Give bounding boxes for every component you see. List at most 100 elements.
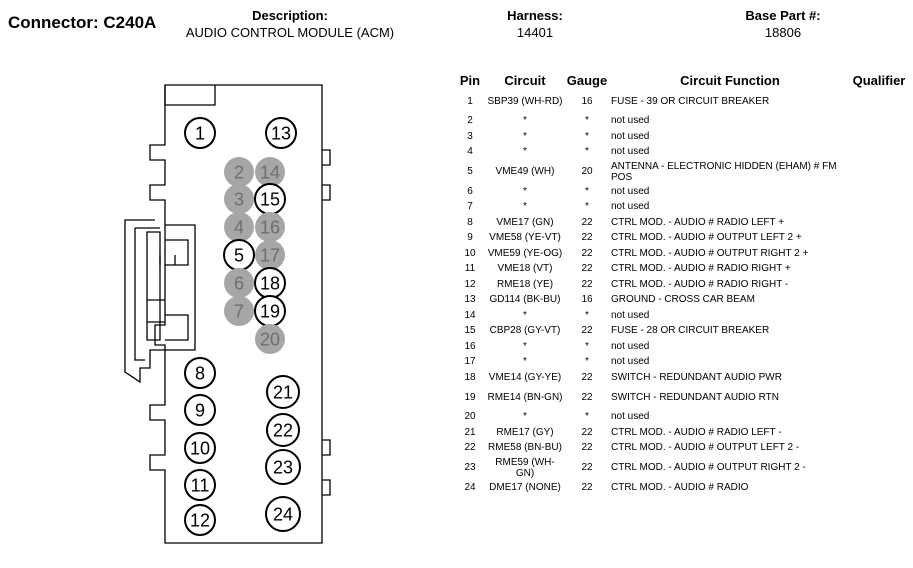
pin-cell: 3 — [467, 130, 473, 142]
pin-cell: 1 — [467, 95, 473, 107]
pin-label: 19 — [260, 302, 280, 322]
circuit-cell: GD114 (BK-BU) — [489, 294, 561, 306]
pin-cell: 20 — [464, 411, 476, 423]
table-row: 14**not used — [453, 308, 909, 324]
pin-cavity: 5 — [223, 239, 255, 271]
pin-cavity: 1 — [184, 117, 216, 149]
gauge-cell: * — [585, 340, 589, 352]
circuit-cell: SBP39 (WH-RD) — [487, 95, 563, 107]
circuit-cell: * — [523, 115, 527, 127]
pin-cavity: 20 — [255, 324, 285, 354]
pin-label: 3 — [234, 190, 244, 210]
gauge-cell: 22 — [581, 462, 593, 473]
pin-circle — [224, 184, 254, 214]
qualifier-cell — [849, 129, 909, 145]
circuit-cell: RME17 (GY) — [496, 426, 554, 438]
pin-cavity: 23 — [265, 449, 301, 485]
pin-cell: 9 — [467, 232, 473, 244]
circuit-cell: VME59 (YE-OG) — [487, 247, 563, 259]
pin-label: 1 — [195, 124, 205, 144]
circuit-cell: * — [523, 411, 527, 423]
pin-label: 17 — [260, 246, 280, 266]
function-cell: not used — [611, 146, 650, 158]
table-row: 17**not used — [453, 354, 909, 370]
table-row: 4**not used — [453, 144, 909, 160]
pin-circle — [255, 157, 285, 187]
col-header-pin: Pin — [459, 73, 481, 88]
table-header-row: Pin Circuit Gauge Circuit Function Quali… — [453, 72, 909, 89]
pin-cavity: 15 — [254, 183, 286, 215]
pin-circle — [266, 375, 300, 409]
pin-label: 2 — [234, 163, 244, 183]
circuit-cell: * — [523, 340, 527, 352]
description-value: AUDIO CONTROL MODULE (ACM) — [185, 25, 395, 40]
qualifier-cell — [849, 308, 909, 324]
qualifier-cell — [849, 370, 909, 386]
qualifier-cell — [849, 425, 909, 441]
gauge-cell: * — [585, 185, 589, 197]
qualifier-cell — [849, 456, 909, 480]
gauge-cell: 22 — [581, 216, 593, 228]
circuit-cell: RME14 (BN-GN) — [487, 391, 563, 403]
pin-cavity: 11 — [184, 469, 216, 501]
table-row: 20 * * not used — [453, 409, 909, 425]
circuit-cell: * — [523, 185, 527, 197]
function-cell: FUSE - 28 OR CIRCUIT BREAKER — [611, 325, 770, 337]
circuit-cell: VME49 (WH) — [495, 166, 555, 177]
circuit-cell: VME14 (GY-YE) — [488, 371, 562, 383]
qualifier-cell — [849, 215, 909, 231]
pin-circle — [184, 117, 216, 149]
function-cell: SWITCH - REDUNDANT AUDIO PWR — [611, 371, 782, 383]
pin-cavity: 22 — [266, 413, 300, 447]
qualifier-cell — [849, 246, 909, 262]
function-cell: not used — [611, 309, 650, 321]
pin-cell: 6 — [467, 185, 473, 197]
gauge-cell: * — [585, 115, 589, 127]
pin-label: 23 — [273, 458, 293, 478]
qualifier-cell — [849, 160, 909, 184]
pin-circle — [184, 394, 216, 426]
gauge-cell: * — [585, 146, 589, 158]
pin-circle — [266, 413, 300, 447]
pin-circle — [224, 268, 254, 298]
pin-label: 7 — [234, 302, 244, 322]
pin-label: 8 — [195, 364, 205, 384]
pin-label: 22 — [273, 421, 293, 441]
pin-label: 12 — [190, 511, 210, 531]
col-header-gauge: Gauge — [566, 73, 608, 88]
qualifier-cell — [849, 89, 909, 113]
pin-circle — [265, 449, 301, 485]
connector-title: Connector: C240A — [8, 13, 157, 32]
pin-cell: 10 — [464, 247, 476, 259]
function-cell: not used — [611, 411, 650, 423]
table-row: 6**not used — [453, 184, 909, 200]
base-part-value: 18806 — [764, 25, 802, 40]
col-header-qualifier: Qualifier — [852, 73, 906, 88]
function-cell: CTRL MOD. - AUDIO # RADIO RIGHT + — [611, 263, 791, 275]
pin-cell: 12 — [464, 278, 476, 290]
pin-cell: 5 — [467, 166, 473, 177]
pin-cell: 15 — [464, 325, 476, 337]
gauge-cell: * — [585, 411, 589, 423]
base-part-label: Base Part #: — [745, 8, 821, 23]
pin-circle — [255, 324, 285, 354]
qualifier-cell — [849, 440, 909, 456]
qualifier-cell — [849, 385, 909, 409]
pin-label: 21 — [273, 383, 293, 403]
gauge-cell: 22 — [581, 263, 593, 275]
pin-label: 5 — [234, 246, 244, 266]
pin-label: 13 — [271, 124, 291, 144]
table-row: 16**not used — [453, 339, 909, 355]
gauge-cell: 22 — [581, 442, 593, 454]
function-cell: CTRL MOD. - AUDIO # OUTPUT LEFT 2 - — [611, 442, 800, 454]
